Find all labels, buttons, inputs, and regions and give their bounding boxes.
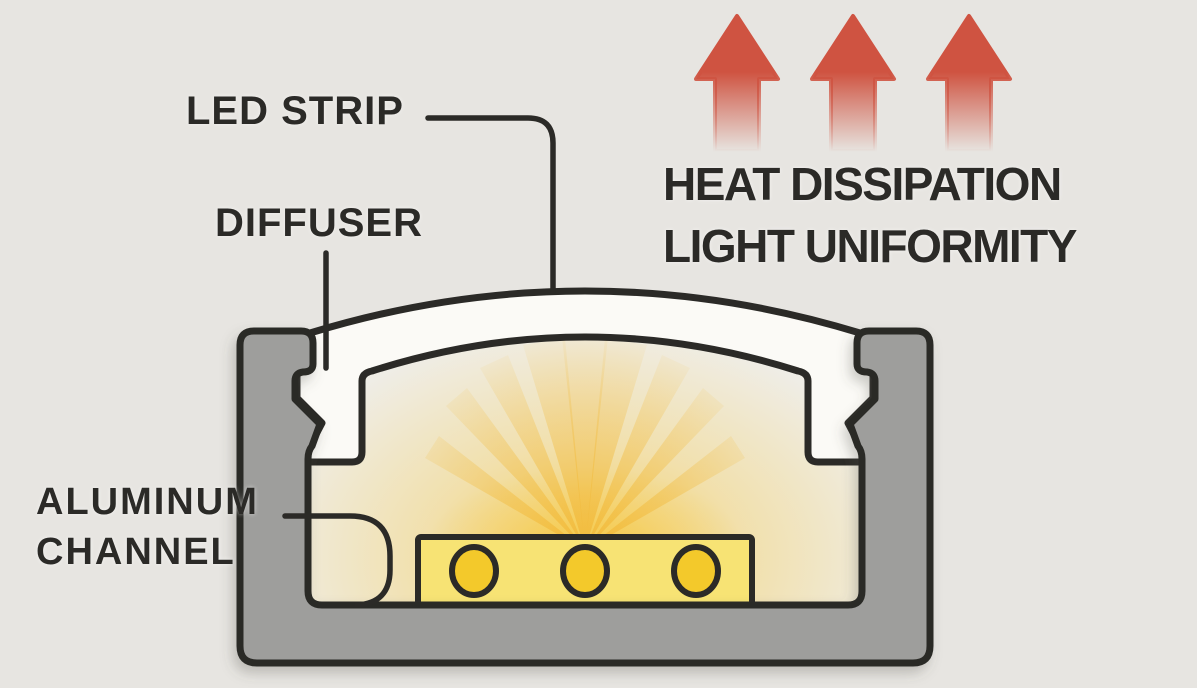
- light-rays: [425, 339, 745, 550]
- led-dot: [560, 544, 610, 598]
- light-ray: [480, 355, 585, 550]
- benefits-heading: HEAT DISSIPATION LIGHT UNIFORMITY: [663, 153, 1077, 277]
- light-ray: [585, 339, 647, 550]
- aluminum-channel-label: ALUMINUM CHANNEL: [36, 477, 259, 577]
- leader-line-led-strip: [425, 115, 556, 294]
- aluminum-channel-shape: [236, 327, 934, 667]
- led-strip-group: [415, 534, 755, 608]
- led-strip-label: LED STRIP: [186, 89, 404, 133]
- heat-arrow-icon: [810, 14, 896, 153]
- light-ray: [585, 388, 724, 550]
- light-ray: [425, 436, 585, 550]
- led-dot: [449, 544, 499, 598]
- heat-arrow-icon: [694, 14, 780, 153]
- light-ray: [585, 355, 690, 550]
- benefits-heading-line2: LIGHT UNIFORMITY: [663, 220, 1077, 272]
- light-ray: [446, 388, 585, 550]
- light-ray: [562, 339, 608, 550]
- diffuser-label: DIFFUSER: [215, 201, 423, 245]
- leader-lines: [282, 115, 556, 608]
- heat-arrow-icon: [926, 14, 1012, 153]
- led-dot: [671, 544, 721, 598]
- aluminum-channel-label-line2: CHANNEL: [36, 531, 236, 573]
- light-ray: [585, 436, 745, 550]
- light-ray: [523, 339, 585, 550]
- aluminum-channel-label-line1: ALUMINUM: [36, 481, 259, 523]
- leader-line-aluminum-channel: [282, 513, 393, 608]
- heat-arrows: [694, 14, 1012, 153]
- benefits-heading-line1: HEAT DISSIPATION: [663, 158, 1062, 210]
